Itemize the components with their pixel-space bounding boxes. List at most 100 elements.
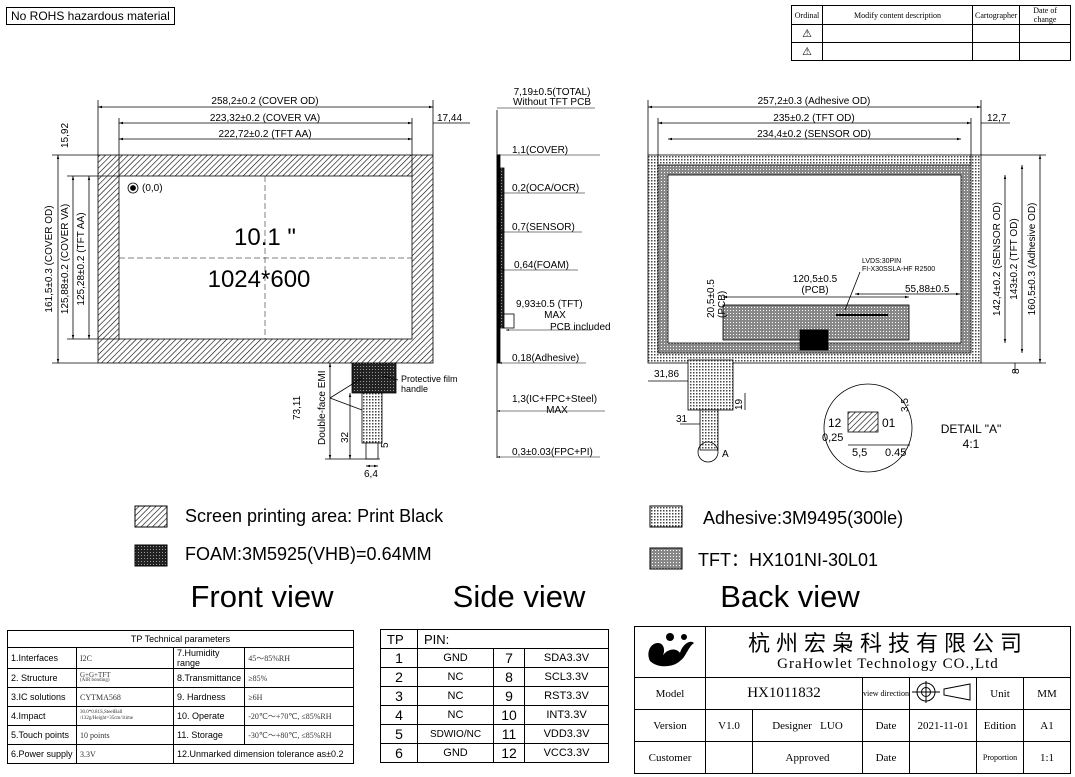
svg-text:(PCB): (PCB): [801, 285, 828, 296]
svg-text:12,7: 12,7: [987, 113, 1007, 124]
svg-text:LVDS:30PIN: LVDS:30PIN: [862, 258, 901, 265]
svg-text:01: 01: [882, 416, 896, 430]
printing-swatch: [134, 505, 168, 528]
pin-header-pin: PIN:: [417, 629, 609, 649]
company-logo: [634, 626, 706, 678]
svg-text:handle: handle: [401, 384, 428, 394]
svg-text:258,2±0.2 (COVER OD): 258,2±0.2 (COVER OD): [211, 96, 318, 107]
rev-header-date: Date of change: [1019, 5, 1071, 25]
svg-text:(PCB): (PCB): [717, 291, 728, 318]
svg-text:Without TFT PCB: Without TFT PCB: [513, 97, 591, 108]
revision-table: Ordinal Modify content description Carto…: [791, 5, 1071, 61]
adhesive-swatch: [649, 505, 683, 528]
logo-icon: [648, 632, 694, 666]
svg-text:0,25: 0,25: [822, 432, 843, 444]
svg-text:FI-X30SSLA-HF R2500: FI-X30SSLA-HF R2500: [862, 266, 935, 273]
model-value: HX1011832: [705, 677, 863, 710]
svg-text:143±0.2 (TFT OD): 143±0.2 (TFT OD): [1009, 218, 1020, 299]
svg-text:4:1: 4:1: [963, 437, 980, 451]
company-name-cn: 杭州宏枭科技有限公司: [747, 630, 1028, 656]
foam-swatch: [134, 544, 168, 567]
svg-text:7,19±0.5(TOTAL): 7,19±0.5(TOTAL): [514, 87, 591, 98]
svg-text:223,32±0.2 (COVER VA): 223,32±0.2 (COVER VA): [210, 113, 320, 124]
svg-text:3,5: 3,5: [900, 398, 911, 412]
warning-icon: ⚠: [791, 24, 823, 43]
svg-text:(0,0): (0,0): [142, 183, 163, 194]
svg-text:Protective film: Protective film: [401, 374, 458, 384]
svg-text:32: 32: [340, 431, 351, 443]
company-name-en: GraHowlet Technology CO.,Ltd: [777, 655, 999, 672]
svg-text:1,3(IC+FPC+Steel): 1,3(IC+FPC+Steel): [512, 394, 597, 405]
table-row: 4.Impact 30.0*0.81S,SteelBall/132g/Heigh…: [7, 706, 354, 726]
svg-text:0,18(Adhesive): 0,18(Adhesive): [512, 353, 579, 364]
svg-text:19: 19: [734, 398, 745, 410]
svg-text:1,1(COVER): 1,1(COVER): [512, 145, 568, 156]
svg-text:12: 12: [828, 416, 842, 430]
svg-text:5: 5: [380, 442, 391, 448]
back-dim-texts: 257,2±0.3 (Adhesive OD) 235±0.2 (TFT OD)…: [654, 96, 1038, 460]
svg-text:PCB included: PCB included: [550, 322, 611, 333]
third-angle-projection-icon: [912, 681, 971, 703]
svg-text:0,3±0.03(FPC+PI): 0,3±0.03(FPC+PI): [512, 447, 593, 458]
rohs-note: No ROHS hazardous material: [6, 7, 175, 25]
svg-text:6,4: 6,4: [364, 469, 378, 480]
svg-text:125,88±0.2 (COVER VA): 125,88±0.2 (COVER VA): [60, 204, 71, 314]
svg-text:Adhesive:3M9495(300le): Adhesive:3M9495(300le): [703, 508, 903, 528]
svg-text:73,11: 73,11: [292, 395, 303, 420]
front-active-area: [118, 175, 413, 340]
rev-header-ordinal: Ordinal: [791, 5, 823, 25]
svg-text:222,72±0.2 (TFT AA): 222,72±0.2 (TFT AA): [218, 129, 311, 140]
svg-text:MAX: MAX: [546, 405, 568, 416]
svg-text:MAX: MAX: [544, 310, 566, 321]
warning-icon: ⚠: [791, 42, 823, 61]
table-row: 3.IC solutions CYTMA568 9. Hardness ≥6H: [7, 687, 354, 707]
svg-text:235±0.2 (TFT OD): 235±0.2 (TFT OD): [773, 113, 854, 124]
table-row: 5.Touch points 10 points 11. Storage -30…: [7, 725, 354, 745]
rev-header-cartographer: Cartographer: [971, 5, 1021, 25]
svg-text:5,5: 5,5: [852, 447, 867, 459]
svg-text:Double-face EMI: Double-face EMI: [317, 371, 328, 445]
svg-text:15,92: 15,92: [60, 123, 71, 148]
svg-text:160,5±0.3 (Adhesive OD): 160,5±0.3 (Adhesive OD): [1027, 203, 1038, 316]
svg-text:A: A: [722, 449, 729, 460]
table-row: 2. Structure G+G+TFT(AIR bonding) 8.Tran…: [7, 668, 354, 688]
tft-swatch: [649, 547, 683, 570]
table-row: 6.Power supply 3.3V 12.Unmarked dimensio…: [7, 744, 354, 764]
svg-text:31,86: 31,86: [654, 369, 679, 380]
svg-text:17,44: 17,44: [437, 113, 462, 124]
side-dim-texts: 7,19±0.5(TOTAL) Without TFT PCB 1,1(COVE…: [512, 87, 611, 458]
front-view-title: Front view: [191, 579, 335, 614]
svg-text:234,4±0.2 (SENSOR OD): 234,4±0.2 (SENSOR OD): [757, 129, 871, 140]
table-row: 1.Interfaces I2C 7.Humidity range 45～85%…: [7, 647, 354, 669]
svg-text:20,5±0.5: 20,5±0.5: [706, 279, 717, 318]
svg-text:257,2±0.3 (Adhesive OD): 257,2±0.3 (Adhesive OD): [758, 96, 871, 107]
front-dim-texts: 258,2±0.2 (COVER OD) 223,32±0.2 (COVER V…: [44, 96, 462, 480]
front-fpc-emi: [351, 362, 397, 394]
svg-text:1024*600: 1024*600: [208, 266, 311, 293]
svg-text:DETAIL "A": DETAIL "A": [941, 422, 1002, 436]
pin-header-tp: TP: [380, 629, 418, 649]
svg-text:125,28±0.2 (TFT AA): 125,28±0.2 (TFT AA): [76, 212, 87, 305]
svg-text:TFT：HX101NI-30L01: TFT：HX101NI-30L01: [698, 550, 878, 570]
front-view: [52, 100, 470, 468]
svg-text:31: 31: [676, 414, 688, 425]
tech-title: TP Technical parameters: [7, 630, 354, 648]
side-view: [496, 107, 605, 458]
svg-text:120,5±0.5: 120,5±0.5: [793, 274, 838, 285]
svg-text:0,64(FOAM): 0,64(FOAM): [514, 260, 569, 271]
svg-text:8: 8: [1011, 368, 1022, 374]
legend: Screen printing area: Print Black FOAM:3…: [134, 505, 903, 614]
back-view: [647, 100, 1046, 473]
title-block: 杭州宏枭科技有限公司 GraHowlet Technology CO.,Ltd …: [634, 626, 1071, 774]
svg-text:9,93±0.5 (TFT): 9,93±0.5 (TFT): [516, 299, 583, 310]
svg-text:0,7(SENSOR): 0,7(SENSOR): [512, 222, 575, 233]
svg-text:161,5±0.3 (COVER OD): 161,5±0.3 (COVER OD): [44, 205, 55, 312]
